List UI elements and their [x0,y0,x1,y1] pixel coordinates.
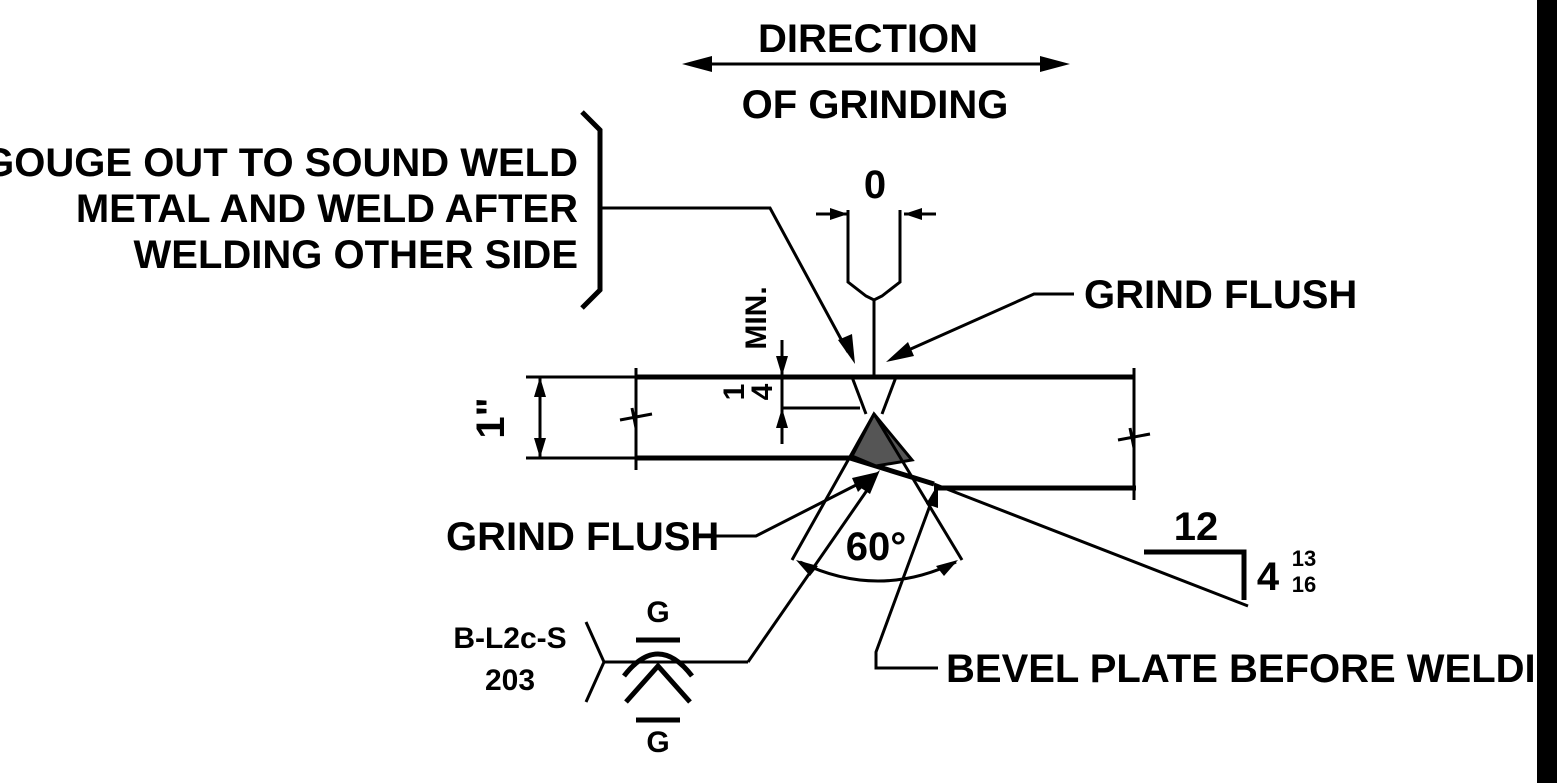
weld-groove [849,376,915,468]
root-opening-dimension [816,208,936,220]
angle-dimension [790,413,964,583]
grind-flush-top-label: GRIND FLUSH [1084,273,1357,317]
slope-run-label: 12 [1174,505,1219,549]
quarter-inch-dimension [776,340,860,444]
bevel-slope-line [933,482,1249,608]
direction-label-line2: OF GRINDING [742,83,1009,127]
slope-triangle [1144,549,1247,600]
root-opening-label: 0 [864,163,886,207]
angle-label: 60° [846,525,907,569]
min-label: MIN. [740,286,773,349]
right-border-bar [1537,0,1557,783]
grind-flush-top-leader [886,292,1074,362]
quarter-denominator: 4 [746,383,779,400]
grind-symbol-top: G [646,596,669,629]
gouge-note-line1: GOUGE OUT TO SOUND WELD [0,141,578,185]
quarter-numerator: 1 [718,384,751,401]
slope-rise-numerator: 13 [1292,546,1316,571]
slope-rise-whole: 4 [1257,555,1280,599]
grind-symbol-bottom: G [646,726,669,759]
gouge-leader-arrow [600,206,855,364]
gouge-note-line2: METAL AND WELD AFTER [76,187,578,231]
weld-reference-line2: 203 [485,664,535,697]
weld-symbol [584,470,880,723]
thickness-label: 1" [469,397,513,438]
left-break-symbol [619,407,653,429]
direction-label-line1: DIRECTION [758,17,978,61]
left-plate [634,368,1134,470]
thickness-dimension [526,375,636,460]
right-break-symbol [1117,427,1151,449]
direction-double-arrow [682,56,1070,72]
grind-flush-bottom-label: GRIND FLUSH [446,515,719,559]
gouge-note-line3: WELDING OTHER SIDE [134,233,578,277]
groove-profile [846,210,902,302]
slope-rise-denominator: 16 [1292,572,1316,597]
gouge-note-bracket [580,110,603,310]
weld-reference-line1: B-L2c-S [453,622,566,655]
bevel-plate-label: BEVEL PLATE BEFORE WELDING [946,647,1557,691]
bevel-plate-leader [874,484,938,670]
